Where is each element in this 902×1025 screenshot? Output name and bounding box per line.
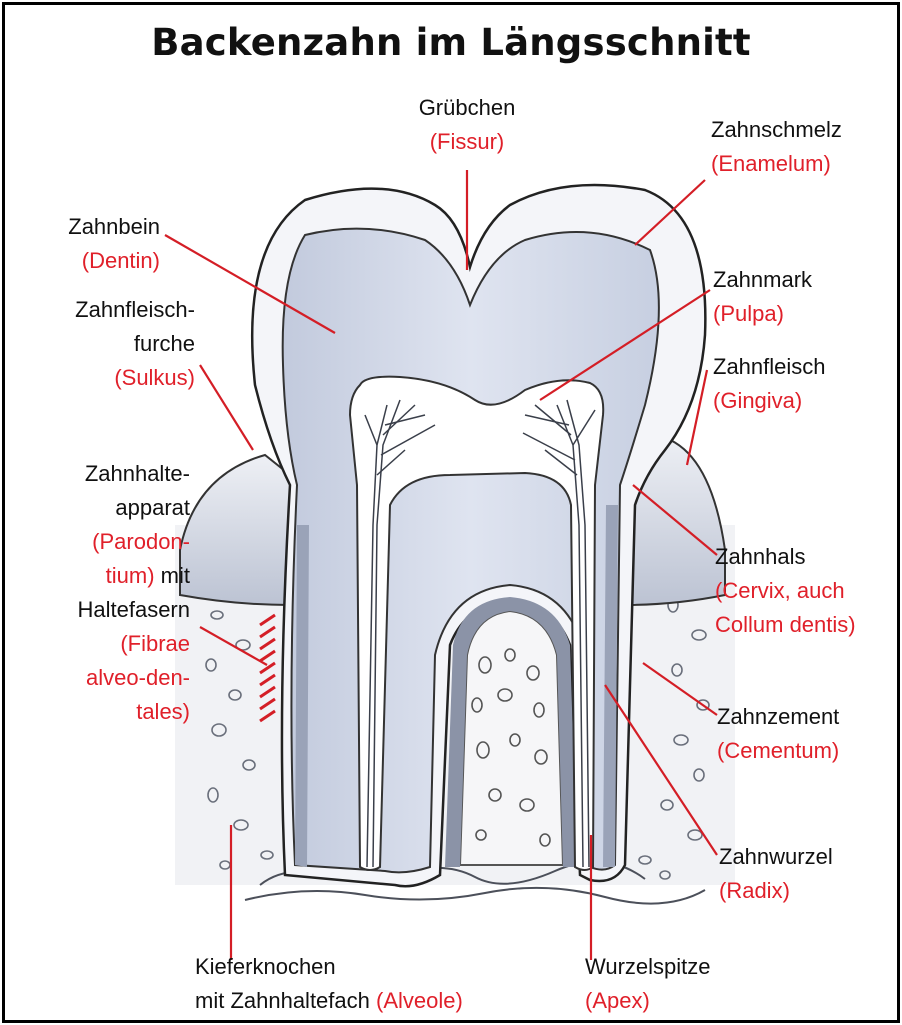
label-radix-de: Zahnwurzel <box>719 840 833 874</box>
label-gingiva-la: (Gingiva) <box>713 384 826 418</box>
label-parodont-l8: tales) <box>15 695 190 729</box>
label-pulpa: Zahnmark (Pulpa) <box>713 263 812 331</box>
label-parodont-l1: Zahnhalte- <box>15 457 190 491</box>
label-cementum-de: Zahnzement <box>717 700 839 734</box>
gingiva-left <box>180 455 290 605</box>
label-alveole-la: (Alveole) <box>376 988 463 1013</box>
label-parodont-l2: apparat <box>15 491 190 525</box>
label-dentin-la: (Dentin) <box>25 244 160 278</box>
label-apex-de: Wurzelspitze <box>585 950 711 984</box>
label-cervix-la2: Collum dentis) <box>715 608 856 642</box>
label-radix: Zahnwurzel (Radix) <box>719 840 833 908</box>
label-pulpa-la: (Pulpa) <box>713 297 812 331</box>
label-dentin-de: Zahnbein <box>25 210 160 244</box>
label-parodont-l3: (Parodon- <box>15 525 190 559</box>
label-parodont-l6: (Fibrae <box>15 627 190 661</box>
label-alveole-de2: mit Zahnhaltefach <box>195 988 370 1013</box>
label-cervix: Zahnhals (Cervix, auch Collum dentis) <box>715 540 856 642</box>
label-cervix-la1: (Cervix, auch <box>715 574 856 608</box>
label-gingiva-de: Zahnfleisch <box>713 350 826 384</box>
label-parodont-l4b: mit <box>155 563 190 588</box>
label-enamel-la: (Enamelum) <box>711 147 842 181</box>
label-parodont-l4: tium) mit <box>15 559 190 593</box>
label-fissur-de: Grübchen <box>397 91 537 125</box>
label-sulkus: Zahnfleisch- furche (Sulkus) <box>15 293 195 395</box>
label-parodontium: Zahnhalte- apparat (Parodon- tium) mit H… <box>15 457 190 729</box>
label-cervix-de: Zahnhals <box>715 540 856 574</box>
label-pulpa-de: Zahnmark <box>713 263 812 297</box>
label-sulkus-de2: furche <box>15 327 195 361</box>
label-alveole: Kieferknochen mit Zahnhaltefach (Alveole… <box>195 950 463 1018</box>
label-fissur: Grübchen (Fissur) <box>397 91 537 159</box>
label-cementum-la: (Cementum) <box>717 734 839 768</box>
label-dentin: Zahnbein (Dentin) <box>25 210 160 278</box>
label-cementum: Zahnzement (Cementum) <box>717 700 839 768</box>
label-gingiva: Zahnfleisch (Gingiva) <box>713 350 826 418</box>
label-enamel-de: Zahnschmelz <box>711 113 842 147</box>
label-enamel: Zahnschmelz (Enamelum) <box>711 113 842 181</box>
label-radix-la: (Radix) <box>719 874 833 908</box>
label-apex-la: (Apex) <box>585 984 711 1018</box>
label-sulkus-la: (Sulkus) <box>15 361 195 395</box>
label-sulkus-de1: Zahnfleisch- <box>15 293 195 327</box>
label-parodont-l7: alveo-den- <box>15 661 190 695</box>
label-parodont-l5: Haltefasern <box>15 593 190 627</box>
label-apex: Wurzelspitze (Apex) <box>585 950 711 1018</box>
leader-sulkus <box>200 365 253 450</box>
label-fissur-la: (Fissur) <box>397 125 537 159</box>
diagram-title: Backenzahn im Längsschnitt <box>5 21 897 64</box>
label-parodont-l4a: tium) <box>106 563 155 588</box>
label-alveole-line2: mit Zahnhaltefach (Alveole) <box>195 984 463 1018</box>
label-alveole-de1: Kieferknochen <box>195 950 463 984</box>
